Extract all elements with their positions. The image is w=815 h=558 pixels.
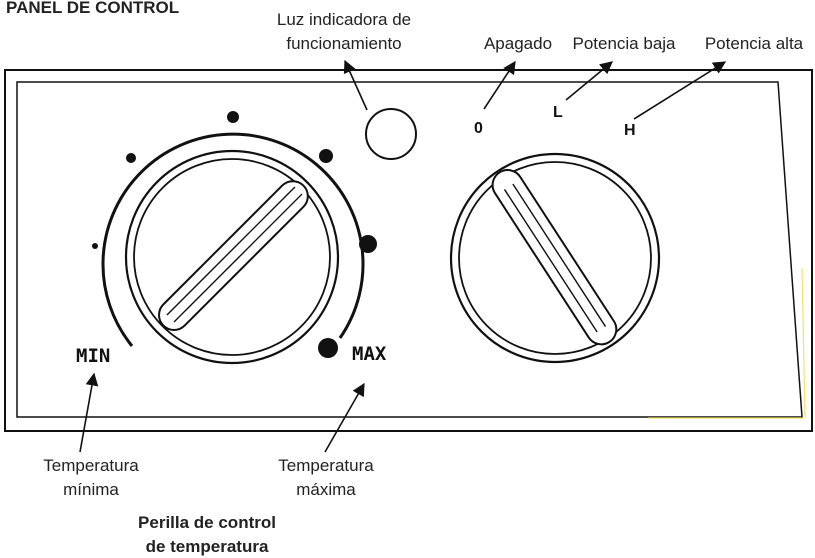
- indicator-light: [365, 108, 417, 160]
- knob-caption-line2: de temperatura: [146, 537, 269, 556]
- knob-caption-line1: Perilla de control: [138, 513, 276, 532]
- setting-high-label: H: [624, 122, 636, 139]
- setting-low-label: L: [553, 104, 563, 121]
- scale-dot: [126, 153, 136, 163]
- panel-outer-frame: [4, 69, 813, 432]
- temperature-scale-arc: [101, 132, 365, 347]
- max-label: MAX: [352, 343, 387, 365]
- indicator-label-line2: funcionamiento: [286, 34, 401, 53]
- scale-dot: [359, 235, 377, 253]
- panel-inner-frame: [16, 81, 803, 418]
- temp-min-arrow: [79, 372, 99, 453]
- high-power-label: Potencia alta: [705, 34, 804, 53]
- indicator-arrow: [343, 59, 368, 111]
- scale-dot: [227, 111, 239, 123]
- temp-max-arrow: [324, 382, 365, 453]
- off-arrow: [483, 60, 516, 110]
- temperature-knob[interactable]: [124, 149, 340, 365]
- setting-off-label: 0: [474, 120, 483, 137]
- low-power-label: Potencia baja: [572, 34, 676, 53]
- scale-dot-max: [318, 338, 338, 358]
- scale-dot: [319, 149, 333, 163]
- min-label: MIN: [76, 345, 110, 367]
- low-power-arrow: [565, 61, 613, 101]
- temp-max-label-line2: máxima: [296, 480, 356, 499]
- power-selector-knob[interactable]: [449, 152, 661, 364]
- panel-edge-highlight: [648, 267, 806, 419]
- temp-min-label-line2: mínima: [63, 480, 119, 499]
- high-power-arrow: [633, 61, 727, 120]
- temp-min-label-line1: Temperatura: [43, 456, 139, 475]
- off-label: Apagado: [484, 34, 552, 53]
- indicator-label-line1: Luz indicadora de: [277, 10, 411, 29]
- scale-dot: [92, 243, 98, 249]
- panel-title: PANEL DE CONTROL: [6, 0, 179, 17]
- temp-max-label-line1: Temperatura: [278, 456, 374, 475]
